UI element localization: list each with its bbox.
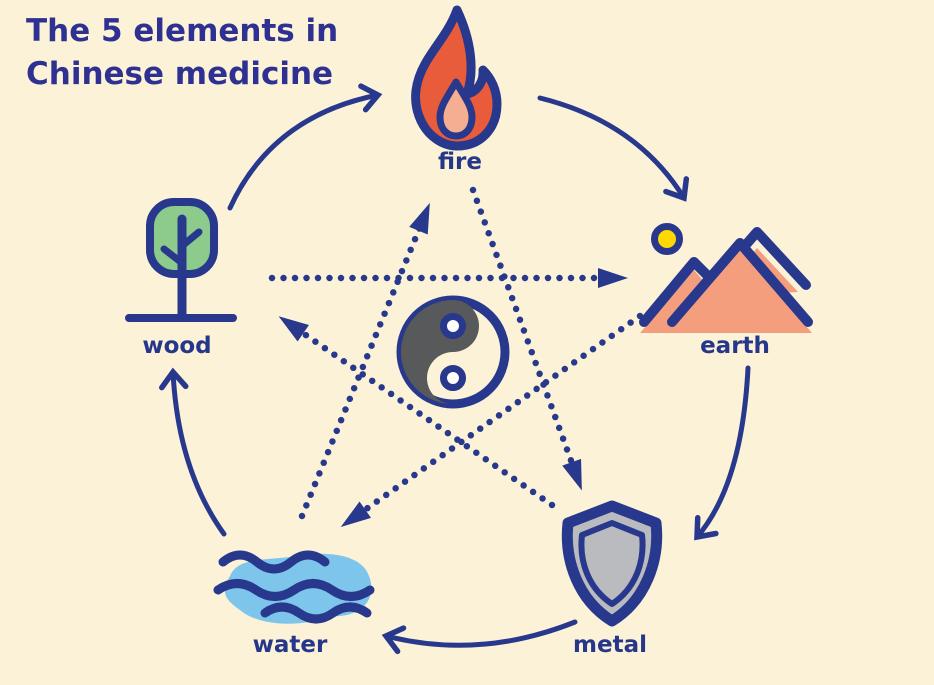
element-label-earth: earth: [700, 333, 770, 359]
element-label-water: water: [252, 632, 328, 658]
controlling-arrow-earth-water: [340, 312, 644, 527]
generating-arrow-fire-earth: [537, 95, 690, 202]
page-title: The 5 elements in Chinese medicine: [26, 13, 339, 93]
controlling-arrow-fire-metal: [469, 186, 582, 491]
element-label-wood: wood: [142, 333, 212, 359]
element-label-metal: metal: [573, 632, 647, 658]
generating-arrow-earth-metal: [694, 365, 751, 541]
element-label-fire: fire: [438, 149, 482, 175]
generating-arrow-metal-water: [381, 619, 578, 655]
controlling-arrow-metal-wood: [278, 316, 556, 509]
generating-arrow-water-wood: [159, 367, 227, 537]
generating-arrow-wood-fire: [227, 83, 383, 211]
